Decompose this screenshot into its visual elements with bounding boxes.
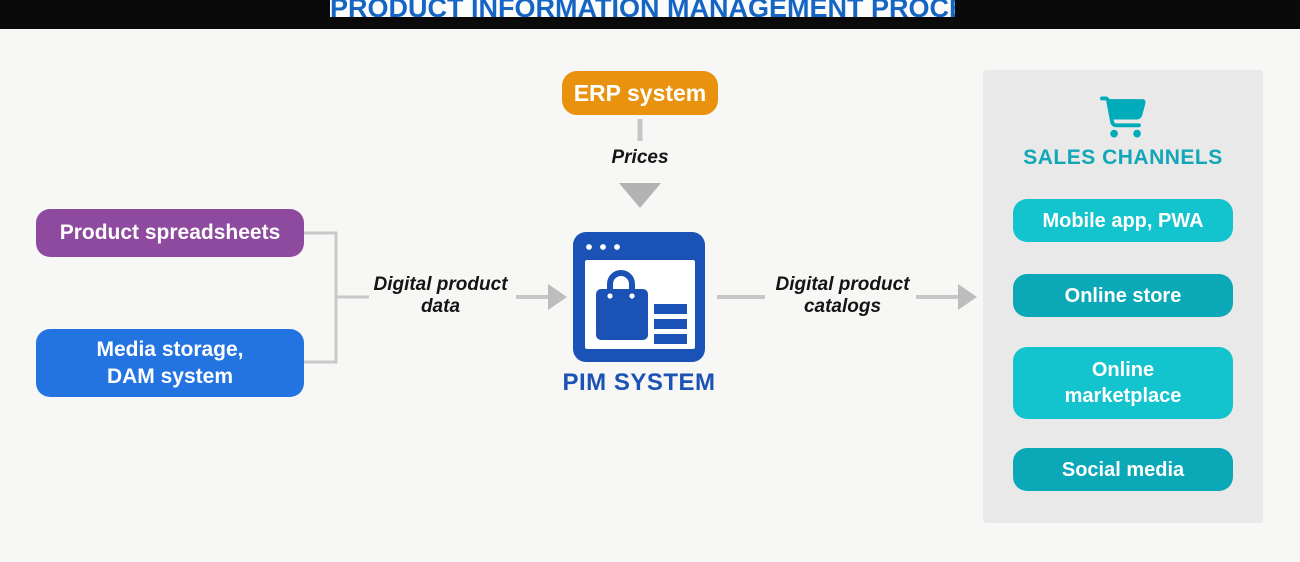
pim-system-label: PIM SYSTEM (562, 369, 716, 396)
prices-flow-label: Prices (611, 147, 669, 168)
channel-label: Mobile app, PWA (1042, 209, 1204, 232)
media-storage-dam-box: Media storage, DAM system (36, 329, 304, 397)
browser-window-icon (573, 232, 705, 362)
page-title: PRODUCT INFORMATION MANAGEMENT PROCESS (330, 0, 955, 17)
channel-label: Online store (1064, 284, 1182, 307)
digital-product-data-flow-label: Digital product data (373, 274, 508, 317)
channel-online-marketplace: Online marketplace (1013, 347, 1233, 419)
channel-social-media: Social media (1013, 448, 1233, 491)
product-spreadsheets-box: Product spreadsheets (36, 209, 304, 257)
arrow-right-icon (916, 284, 977, 310)
channel-mobile-app-pwa: Mobile app, PWA (1013, 199, 1233, 242)
sales-channels-heading: SALES CHANNELS (1023, 146, 1223, 169)
sales-channels-panel: SALES CHANNELS Mobile app, PWA Online st… (983, 70, 1263, 523)
arrow-right-icon (516, 284, 567, 310)
shopping-bag-icon (596, 270, 648, 340)
product-spreadsheets-label: Product spreadsheets (59, 221, 281, 244)
page-title-text: PRODUCT INFORMATION MANAGEMENT PROCESS (330, 0, 955, 17)
media-storage-dam-label: Media storage, DAM system (96, 338, 244, 388)
erp-system-label: ERP system (573, 79, 707, 106)
channel-online-store: Online store (1013, 274, 1233, 317)
connector-bracket (304, 231, 369, 364)
channel-label: Social media (1061, 458, 1185, 481)
channel-label: Online marketplace (1064, 359, 1182, 407)
erp-system-box: ERP system (562, 71, 718, 115)
shopping-cart-icon (1100, 96, 1146, 138)
digital-product-catalogs-flow-label: Digital product catalogs (775, 274, 910, 317)
list-lines-icon (654, 304, 687, 344)
